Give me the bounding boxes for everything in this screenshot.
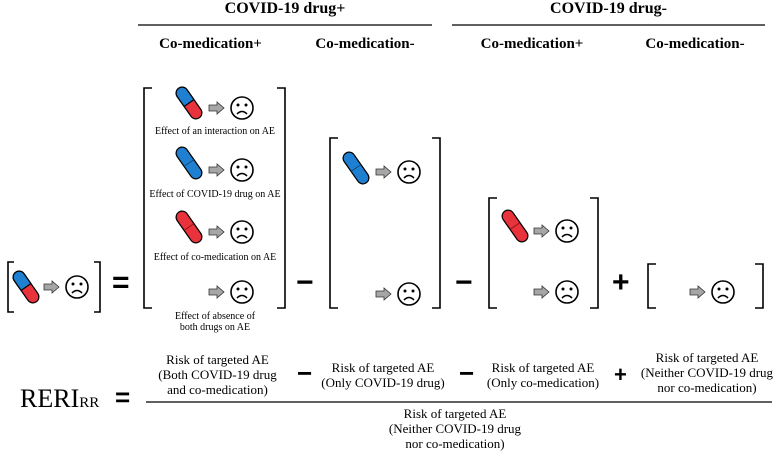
absence-face-icon — [230, 280, 254, 304]
caption-covid-drug: Effect of COVID-19 drug on AE — [149, 189, 281, 200]
formula-plus: + — [614, 362, 627, 387]
term-neither-line1: Risk of targeted AE — [655, 350, 759, 365]
neither-face-icon — [711, 280, 735, 304]
term-comed-only-line2: (Only co-medication) — [486, 375, 600, 390]
header-covid-negative: COVID-19 drug- — [550, 0, 667, 17]
comed-only-capsule-icon — [499, 207, 531, 245]
header-covid-positive: COVID-19 drug+ — [224, 0, 346, 17]
comed-only-absence-arrow-icon — [533, 285, 550, 299]
result-bracket — [7, 261, 101, 313]
term-neither-line2: (Neither COVID-19 drug — [640, 365, 774, 380]
bracket-both-positive — [143, 87, 286, 309]
caption-co-medication: Effect of co-medication on AE — [153, 252, 277, 263]
covid-only-face-icon — [397, 160, 421, 184]
result-face-icon — [65, 275, 89, 299]
absence-arrow-icon — [208, 285, 225, 299]
formula-minus-1: − — [297, 358, 313, 388]
covid-arrow-icon — [208, 163, 225, 177]
plus-operator: + — [612, 266, 630, 299]
bracket-neither — [647, 263, 764, 309]
term-both-line1: Risk of targeted AE — [166, 352, 269, 367]
sub-co-positive-2: Co-medication+ — [480, 36, 584, 52]
term-both-line2: (Both COVID-19 drug — [158, 367, 277, 382]
caption-absence-line2: both drugs on AE — [179, 322, 251, 333]
caption-interaction: Effect of an interaction on AE — [154, 126, 276, 137]
formula-minus-2: − — [459, 358, 475, 388]
covid-only-absence-face-icon — [397, 282, 421, 306]
formula-term-comed-only: Risk of targeted AE (Only co-medication) — [478, 360, 608, 390]
reri-label: RERIRR — [20, 384, 99, 418]
covid-face-icon — [230, 158, 254, 182]
minus-operator-1: − — [296, 266, 314, 299]
interaction-capsule-icon — [173, 84, 205, 122]
result-arrow-icon — [43, 280, 60, 294]
covid-only-absence-arrow-icon — [375, 287, 392, 301]
denominator-line1: Risk of targeted AE — [403, 406, 507, 421]
bracket-comed-only — [488, 197, 599, 309]
denominator-line3: nor co-medication) — [405, 436, 505, 451]
sub-co-positive-1: Co-medication+ — [159, 36, 262, 52]
comed-face-icon — [230, 220, 254, 244]
comed-only-absence-face-icon — [555, 280, 579, 304]
bracket-covid-only — [329, 137, 441, 309]
comed-capsule-icon — [173, 208, 205, 246]
term-covid-only-line2: (Only COVID-19 drug) — [321, 375, 445, 390]
caption-absence-line1: Effect of absence of — [174, 311, 256, 322]
reri-label-subscript: RR — [79, 395, 100, 411]
comed-arrow-icon — [208, 225, 225, 239]
sub-co-negative-1: Co-medication- — [315, 36, 415, 52]
result-capsule-icon — [10, 268, 42, 306]
term-covid-only-line1: Risk of targeted AE — [331, 360, 435, 375]
equals-operator: = — [112, 266, 130, 299]
reri-label-main: RERI — [20, 384, 80, 413]
formula-denominator: Risk of targeted AE (Neither COVID-19 dr… — [380, 406, 530, 451]
covid-capsule-icon — [173, 144, 205, 182]
neither-arrow-icon — [689, 285, 706, 299]
sub-co-negative-2: Co-medication- — [645, 36, 745, 52]
term-comed-only-line1: Risk of targeted AE — [491, 360, 595, 375]
denominator-line2: (Neither COVID-19 drug — [388, 421, 522, 436]
interaction-face-icon — [230, 96, 254, 120]
formula-term-covid-only: Risk of targeted AE (Only COVID-19 drug) — [318, 360, 448, 390]
term-both-line3: and co-medication) — [167, 382, 268, 397]
minus-operator-2: − — [455, 266, 473, 299]
comed-only-face-icon — [555, 219, 579, 243]
comed-only-arrow-icon — [533, 224, 550, 238]
formula-term-both: Risk of targeted AE (Both COVID-19 drug … — [140, 352, 295, 397]
covid-only-arrow-icon — [375, 165, 392, 179]
covid-only-capsule-icon — [340, 149, 372, 187]
term-neither-line3: nor co-medication) — [657, 380, 757, 395]
formula-term-neither: Risk of targeted AE (Neither COVID-19 dr… — [636, 350, 778, 395]
formula-equals: = — [115, 382, 131, 412]
interaction-arrow-icon — [208, 101, 225, 115]
